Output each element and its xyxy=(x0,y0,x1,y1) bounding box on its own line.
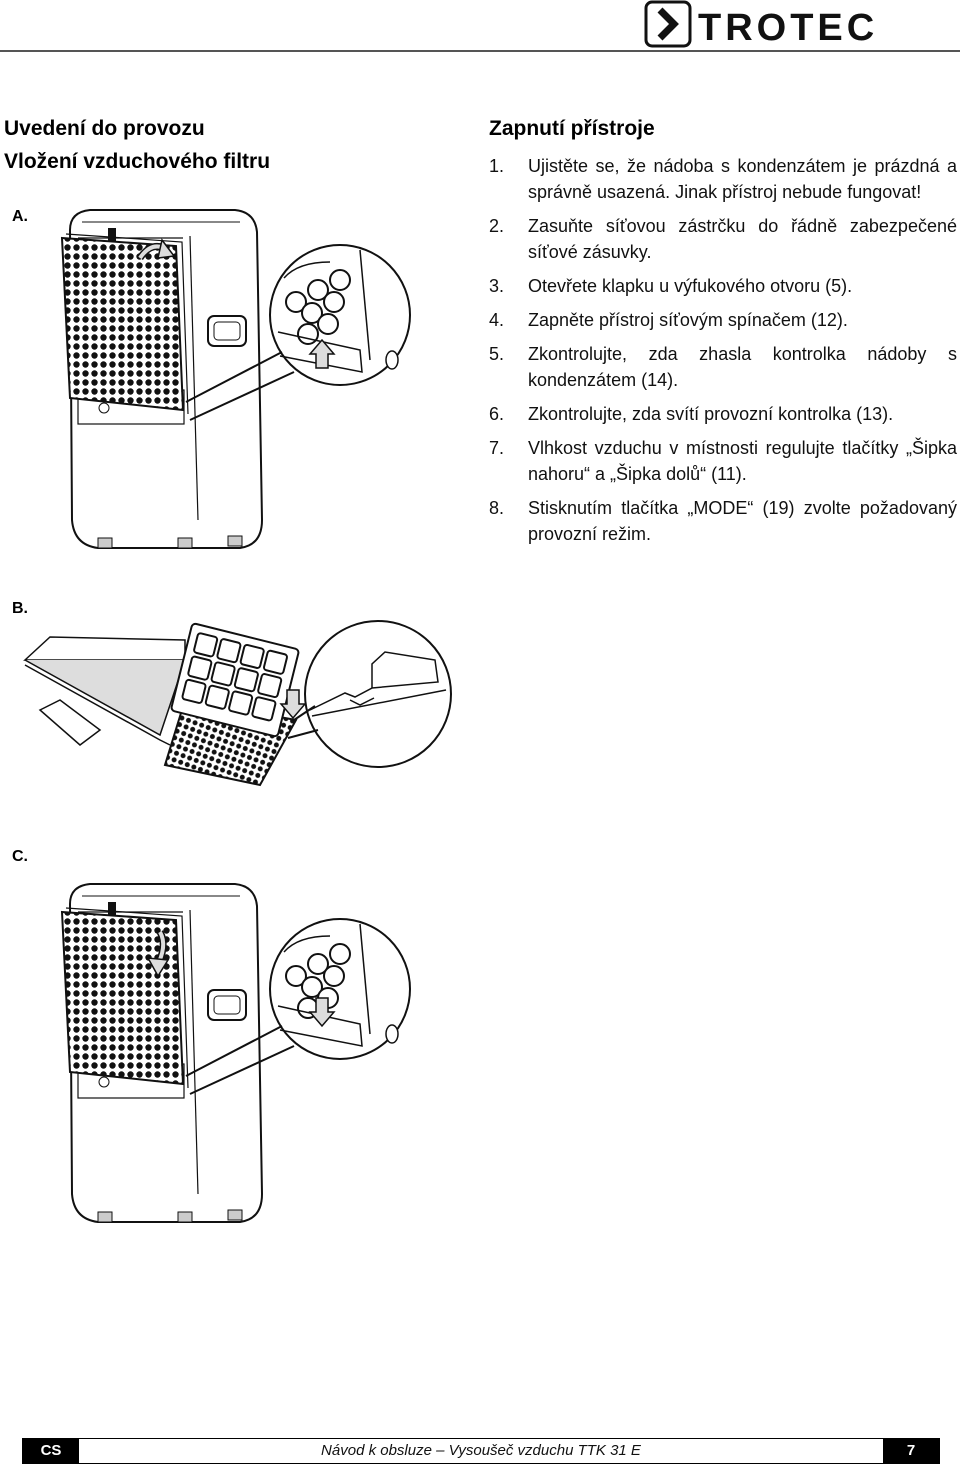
section-subtitle: Vložení vzduchového filtru xyxy=(4,150,271,173)
step-item: 8.Stisknutím tlačítka „MODE“ (19) zvolte… xyxy=(489,498,957,544)
language-tag: CS xyxy=(23,1439,79,1463)
step-item: 6.Zkontrolujte, zda svítí provozní kontr… xyxy=(489,404,894,424)
step-item: 7.Vlhkost vzduchu v místnosti regulujte … xyxy=(489,438,957,484)
step-item: 2.Zasuňte síťovou zástrčku do řádně zabe… xyxy=(489,216,957,262)
figure-label-a: A. xyxy=(12,208,28,225)
step-item: 1.Ujistěte se, že nádoba s kondenzátem j… xyxy=(489,156,957,202)
figure-a-dehumidifier xyxy=(61,209,411,549)
figure-label-b: B. xyxy=(12,600,28,617)
step-item: 4.Zapněte přístroj síťovým spínačem (12)… xyxy=(489,310,848,330)
figure-label-c: C. xyxy=(12,848,28,865)
switch-on-title: Zapnutí přístroje xyxy=(489,117,655,140)
arrow-up-icon xyxy=(308,338,336,369)
page-number: 7 xyxy=(883,1439,939,1463)
step-item: 3.Otevřete klapku u výfukového otvoru (5… xyxy=(489,276,853,296)
brand-text: TROTEC xyxy=(698,7,878,49)
header-rule xyxy=(0,50,960,52)
arrow-down-icon xyxy=(279,689,307,720)
step-item: 5.Zkontrolujte, zda zhasla kontrolka nád… xyxy=(489,344,957,390)
page-footer: CS Návod k obsluze – Vysoušeč vzduchu TT… xyxy=(22,1438,940,1464)
figure-b-filter-insert xyxy=(23,620,452,787)
trotec-logo: TROTEC xyxy=(644,0,878,49)
section-title: Uvedení do provozu xyxy=(4,117,205,140)
figure-c-dehumidifier xyxy=(61,883,411,1223)
arrow-down-icon xyxy=(308,997,336,1028)
footer-title: Návod k obsluze – Vysoušeč vzduchu TTK 3… xyxy=(321,1442,641,1459)
switch-on-steps: 1.Ujistěte se, že nádoba s kondenzátem j… xyxy=(489,153,957,555)
